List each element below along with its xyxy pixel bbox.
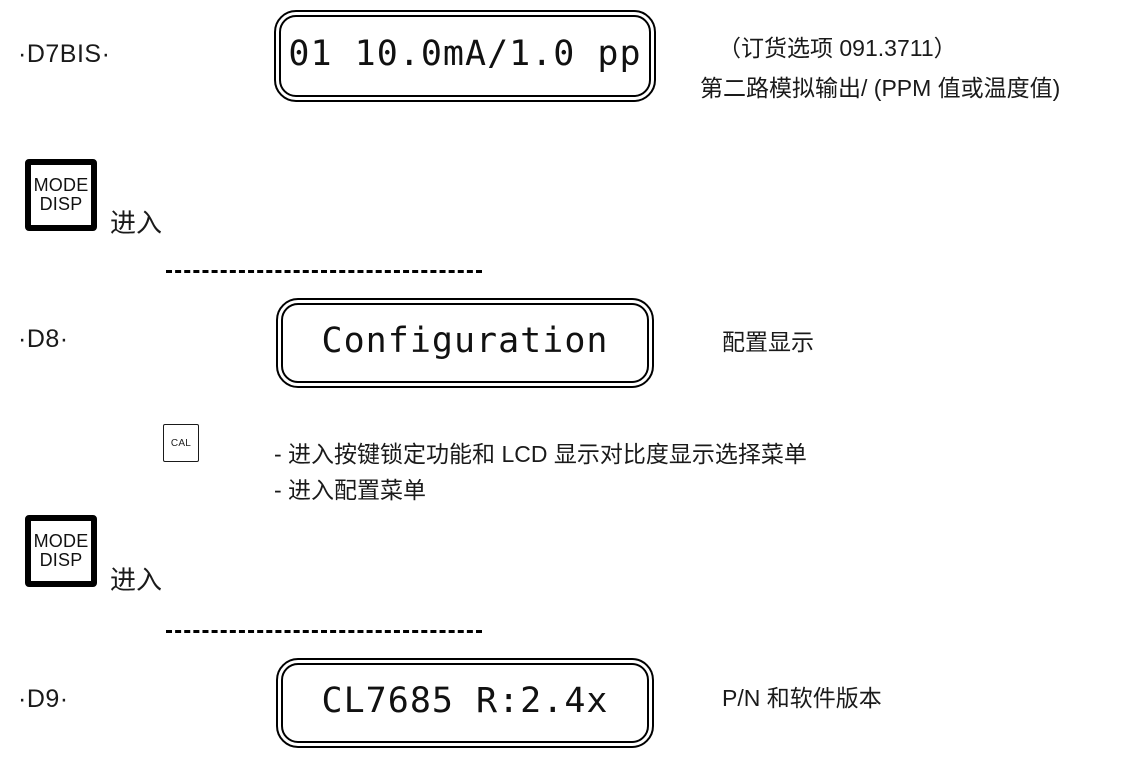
mode-disp-key-2-line1: MODE [33,530,89,551]
lcd-display-d8: Configuration [276,298,654,388]
mode-disp-key-2-action: 进入 [110,565,163,595]
mode-disp-key-2[interactable]: MODE DISP [25,515,97,587]
mode-disp-key-2-line2: DISP [39,550,83,570]
cal-key-note-1: - 进入按键锁定功能和 LCD 显示对比度显示选择菜单 [274,441,807,467]
lcd-screen-d8: Configuration [281,303,649,383]
lcd-text-d8: Configuration [321,321,609,361]
lcd-screen-d7bis: 01 10.0mA/1.0 pp [279,15,651,97]
step-label-d8: ·D8· [18,325,69,353]
separator-dashed-2 [166,630,482,633]
cal-key-label: CAL [170,437,192,449]
mode-disp-key-1[interactable]: MODE DISP [25,159,97,231]
step-label-d9: ·D9· [18,685,69,713]
lcd-text-d9: CL7685 R:2.4x [321,681,609,721]
mode-disp-key-1-action: 进入 [110,208,163,238]
cal-key-note-2: - 进入配置菜单 [274,476,427,503]
annotation-d7bis-option: （订货选项 091.3711） [718,35,957,61]
annotation-d7bis-description: 第二路模拟输出/ (PPM 值或温度值) [700,75,1061,101]
annotation-d9-description: P/N 和软件版本 [722,685,882,711]
mode-disp-key-1-line2: DISP [39,194,83,214]
annotation-d8-description: 配置显示 [722,329,814,355]
lcd-text-d7bis: 01 10.0mA/1.0 pp [288,34,642,74]
cal-key[interactable]: CAL [163,424,199,462]
cal-key-notes: - 进入按键锁定功能和 LCD 显示对比度显示选择菜单 - 进入配置菜单 [274,437,807,508]
lcd-display-d9: CL7685 R:2.4x [276,658,654,748]
separator-dashed-1 [166,270,482,273]
lcd-screen-d9: CL7685 R:2.4x [281,663,649,743]
mode-disp-key-1-line1: MODE [33,174,89,195]
lcd-display-d7bis: 01 10.0mA/1.0 pp [274,10,656,102]
step-label-d7bis: ·D7BIS· [18,40,111,68]
